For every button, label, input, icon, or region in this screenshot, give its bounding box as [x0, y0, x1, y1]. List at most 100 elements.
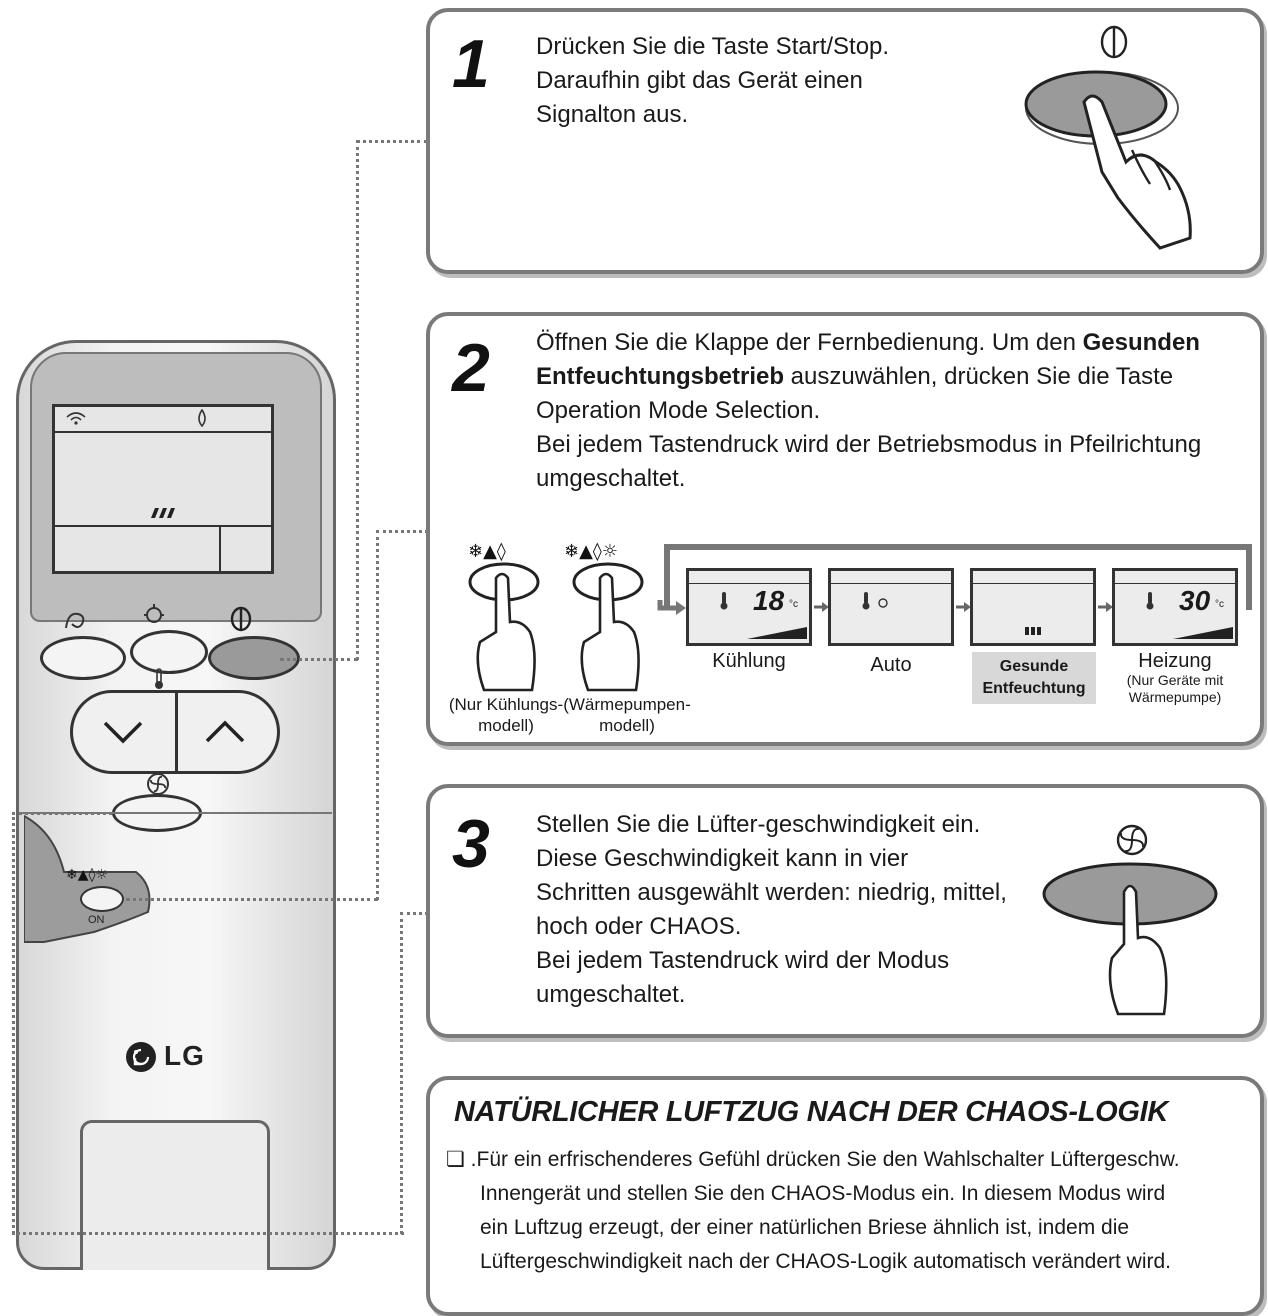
heating-temp: 30: [1179, 585, 1211, 616]
connector-step3-bottom: [12, 1232, 404, 1235]
note-line: (Nur Kühlungs-: [448, 695, 564, 714]
connector-step3-v: [400, 912, 403, 1234]
connector-step3-h: [400, 912, 428, 915]
connector-step1-to-button: [280, 658, 358, 661]
thermometer-icon: [720, 592, 728, 610]
step2-panel: [426, 312, 1264, 746]
svg-text:❄▲◊: ❄▲◊: [468, 541, 506, 562]
mode-display-divider: [689, 583, 809, 584]
remote-flap-edge: [20, 812, 332, 814]
step3-line: Diese Geschwindigkeit kann in vier: [536, 845, 909, 872]
signal-icon: [66, 412, 86, 425]
remote-flap: [24, 814, 151, 943]
heating-temp-unit: °c: [1215, 599, 1224, 610]
step2-number: 2: [452, 330, 490, 406]
mode-display-divider: [1115, 583, 1235, 584]
lg-logo-icon: [126, 1042, 156, 1072]
step1-line: Daraufhin gibt das Gerät einen: [536, 67, 863, 94]
step2-line1-pre: Öffnen Sie die Klappe der Fernbedienung.…: [536, 329, 1083, 356]
note-line: modell): [599, 716, 655, 735]
mode-display-divider: [973, 583, 1093, 584]
mode-label-auto: Auto: [870, 654, 912, 676]
chaos-title: NATÜRLICHER LUFTZUG NACH DER CHAOS-LOGIK: [454, 1096, 1169, 1128]
mode-button-press-illustration: [468, 562, 644, 692]
step3-line: Stellen Sie die Lüfter-geschwindigkeit e…: [536, 811, 981, 838]
mode-display-cooling: 18 °c: [686, 568, 812, 646]
step1-line: Drücken Sie die Taste Start/Stop.: [536, 33, 890, 60]
label-line: Gesunde: [999, 658, 1069, 675]
note-line: modell): [478, 716, 534, 735]
label-note: (Nur Geräte mit: [1126, 672, 1224, 688]
chaos-line: ein Luftzug erzeugt, der einer natürlich…: [480, 1216, 1130, 1239]
label-line: Entfeuchtung: [982, 680, 1086, 697]
thermometer-icon: [862, 592, 888, 610]
step2-line: Entfeuchtungsbetrieb auszuwählen, drücke…: [536, 360, 1201, 394]
connector-step1-v: [356, 140, 359, 660]
mode-display-heating: 30 °c: [1112, 568, 1238, 646]
chaos-line: Innengerät und stellen Sie den CHAOS-Mod…: [480, 1182, 1166, 1205]
connector-step2-h: [376, 530, 428, 533]
next-arrow-icon: [956, 602, 971, 612]
chaos-line: Lüftergeschwindigkeit nach der CHAOS-Log…: [480, 1250, 1172, 1273]
mode-label-healthy-dehumidification: Gesunde Entfeuchtung: [972, 652, 1096, 704]
connector-step3-to-button: [12, 812, 112, 815]
chaos-text: ❏ .Für ein erfrischenderes Gefühl drücke…: [446, 1143, 1258, 1279]
step2-line: umgeschaltet.: [536, 465, 686, 492]
mode-cycle-frame-right: [1246, 544, 1252, 610]
step1-number: 1: [452, 26, 490, 102]
brand-label: LG: [164, 1040, 205, 1071]
step1-line: Signalton aus.: [536, 101, 689, 128]
temperature-pad: [70, 690, 280, 774]
remote-lcd-display: [52, 404, 274, 574]
step2-line2-bold: Entfeuchtungsbetrieb: [536, 363, 785, 390]
fan-speed-bars-icon: [1025, 627, 1041, 635]
heatpump-model-note: (Wärmepumpen- modell): [562, 694, 692, 736]
step2-line1-bold: Gesunden: [1082, 329, 1200, 356]
step1-text: Drücken Sie die Taste Start/Stop. Darauf…: [536, 30, 889, 132]
operation-mode-button[interactable]: [80, 886, 124, 912]
mode-label-heating: Heizung (Nur Geräte mit Wärmepumpe): [1112, 650, 1238, 706]
step2-line2-post: auszuwählen, drücken Sie die Taste: [784, 363, 1174, 390]
connector-step2-to-button: [126, 898, 378, 901]
power-icon: [230, 606, 252, 632]
swing-icon: [65, 612, 85, 629]
step3-line: Bei jedem Tastendruck wird der Modus: [536, 947, 950, 974]
chaos-panel: [426, 1076, 1264, 1316]
step2-line: Öffnen Sie die Klappe der Fernbedienung.…: [536, 326, 1201, 360]
lcd-divider-top: [55, 431, 271, 433]
on-label: ON: [88, 914, 105, 926]
lcd-divider-bottom: [55, 525, 271, 527]
connector-step1-h: [356, 140, 428, 143]
fan-icon: [147, 773, 169, 795]
thermometer-icon: [1146, 592, 1154, 610]
swing-button[interactable]: [40, 636, 126, 680]
mode-symbols-icon: ❄▲◊ ❄▲◊☼: [468, 541, 618, 562]
mode-symbols-icon: ❄▲◊☼: [66, 867, 108, 883]
mode-display-auto: [828, 568, 954, 646]
fan-speed-bars-icon: [1173, 627, 1233, 639]
cooling-temp-unit: °c: [789, 599, 798, 610]
label-note: Wärmepumpe): [1128, 689, 1222, 705]
start-stop-button[interactable]: [208, 636, 300, 680]
dehumidify-drop-icon: [198, 409, 206, 427]
step3-number: 3: [452, 806, 490, 882]
step2-line: Operation Mode Selection.: [536, 397, 821, 424]
temperature-up-button[interactable]: [203, 717, 247, 747]
step2-line: Bei jedem Tastendruck wird der Betriebsm…: [536, 431, 1202, 458]
lcd-divider-vertical: [219, 525, 221, 571]
temperature-down-button[interactable]: [101, 717, 145, 747]
chaos-line: ❏ .Für ein erfrischenderes Gefühl drücke…: [446, 1148, 1180, 1171]
connector-step2-v: [376, 530, 379, 900]
mode-cycle-arrow-icon: [657, 600, 686, 615]
step1-panel: [426, 8, 1264, 274]
battery-cover: [80, 1120, 270, 1270]
mode-display-divider: [831, 583, 951, 584]
fan-speed-bars-icon: [151, 508, 175, 518]
step3-line: Schritten ausgewählt werden: niedrig, mi…: [536, 879, 1007, 906]
cooling-model-note: (Nur Kühlungs- modell): [446, 694, 566, 736]
step2-text: Öffnen Sie die Klappe der Fernbedienung.…: [536, 326, 1201, 496]
thermometer-icon: [155, 668, 163, 689]
cooling-temp: 18: [753, 585, 785, 616]
label-line: Heizung: [1138, 650, 1212, 672]
air-quality-button[interactable]: [130, 630, 208, 674]
